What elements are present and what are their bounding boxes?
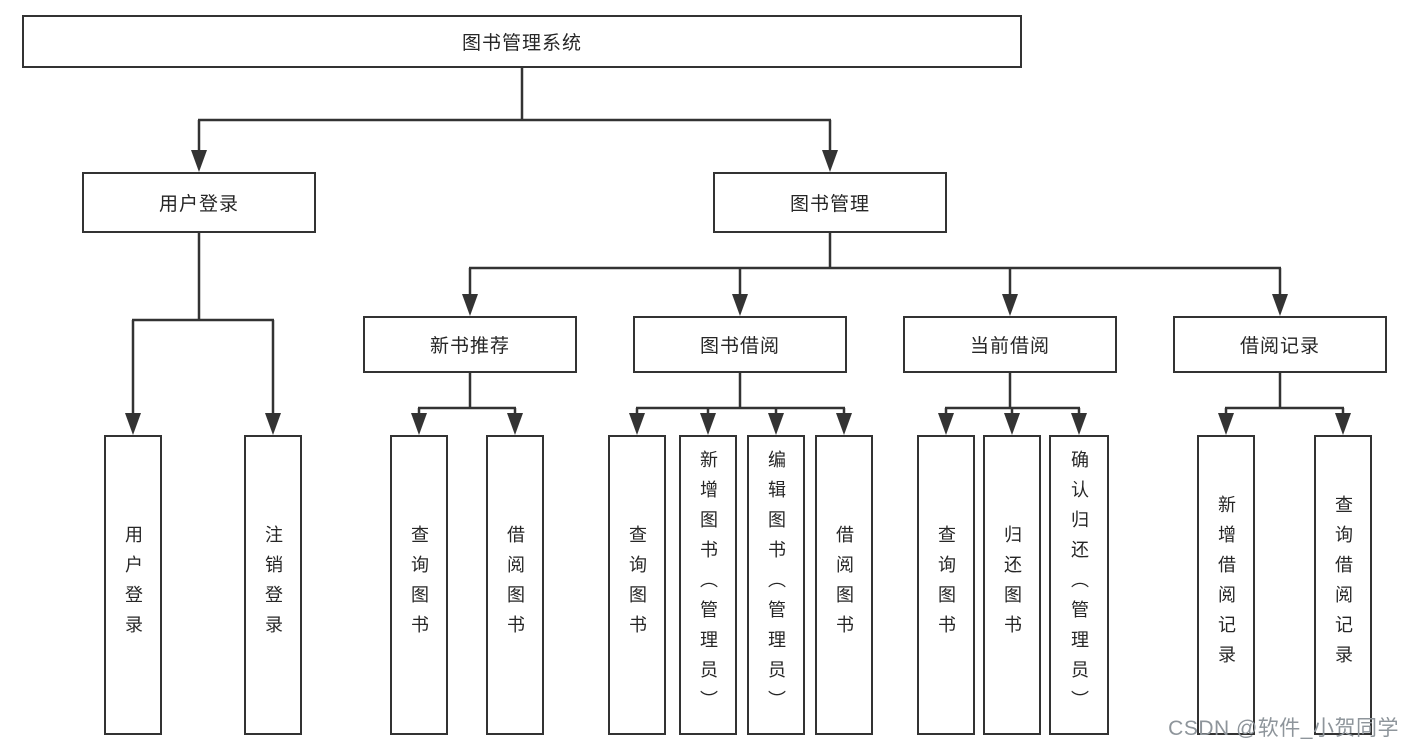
arrow-down-icon <box>822 150 838 172</box>
node-leaf-query-books-1: 查询图书 <box>390 435 448 735</box>
leaf-label: 新增借阅记录 <box>1216 495 1236 675</box>
node-leaf-query-books-3: 查询图书 <box>917 435 975 735</box>
leaf-label: 确认归还（管理员） <box>1069 450 1089 720</box>
arrow-down-icon <box>938 413 954 435</box>
leaf-label: 归还图书 <box>1002 525 1022 645</box>
arrow-down-icon <box>732 294 748 316</box>
node-leaf-edit-book-admin: 编辑图书（管理员） <box>747 435 805 735</box>
arrow-down-icon <box>768 413 784 435</box>
leaf-label: 查询借阅记录 <box>1333 495 1353 675</box>
arrow-down-icon <box>191 150 207 172</box>
arrow-down-icon <box>1002 294 1018 316</box>
node-book-management: 图书管理 <box>713 172 947 233</box>
node-root: 图书管理系统 <box>22 15 1022 68</box>
node-leaf-borrow-books-2: 借阅图书 <box>815 435 873 735</box>
node-user-login: 用户登录 <box>82 172 316 233</box>
node-book-borrow: 图书借阅 <box>633 316 847 373</box>
leaf-label: 查询图书 <box>409 525 429 645</box>
arrow-down-icon <box>1004 413 1020 435</box>
leaf-label: 查询图书 <box>936 525 956 645</box>
arrow-down-icon <box>1335 413 1351 435</box>
arrow-down-icon <box>507 413 523 435</box>
leaf-label: 用户登录 <box>123 525 143 645</box>
connectors-root <box>191 68 838 172</box>
node-leaf-borrow-books-1: 借阅图书 <box>486 435 544 735</box>
connectors-user-login <box>125 233 281 435</box>
node-leaf-logout: 注销登录 <box>244 435 302 735</box>
node-borrow-record: 借阅记录 <box>1173 316 1387 373</box>
leaf-label: 借阅图书 <box>505 525 525 645</box>
watermark: CSDN @软件_小贺同学 <box>1168 717 1399 740</box>
node-leaf-confirm-return-admin: 确认归还（管理员） <box>1049 435 1109 735</box>
arrow-down-icon <box>411 413 427 435</box>
node-new-book-rec: 新书推荐 <box>363 316 577 373</box>
node-leaf-user-login: 用户登录 <box>104 435 162 735</box>
leaf-label: 借阅图书 <box>834 525 854 645</box>
connectors-book-management <box>462 233 1288 316</box>
arrow-down-icon <box>265 413 281 435</box>
arrow-down-icon <box>1218 413 1234 435</box>
arrow-down-icon <box>1272 294 1288 316</box>
leaf-label: 注销登录 <box>263 525 283 645</box>
arrow-down-icon <box>1071 413 1087 435</box>
node-leaf-query-borrow-record: 查询借阅记录 <box>1314 435 1372 735</box>
leaf-label: 查询图书 <box>627 525 647 645</box>
arrow-down-icon <box>462 294 478 316</box>
connectors-current-borrow <box>938 373 1087 435</box>
connectors-new-book-rec <box>411 373 523 435</box>
node-current-borrow: 当前借阅 <box>903 316 1117 373</box>
leaf-label: 编辑图书（管理员） <box>766 450 786 720</box>
arrow-down-icon <box>700 413 716 435</box>
node-leaf-add-book-admin: 新增图书（管理员） <box>679 435 737 735</box>
arrow-down-icon <box>629 413 645 435</box>
node-leaf-return-book: 归还图书 <box>983 435 1041 735</box>
connectors-borrow-record <box>1218 373 1351 435</box>
node-leaf-query-books-2: 查询图书 <box>608 435 666 735</box>
connectors-book-borrow <box>629 373 852 435</box>
arrow-down-icon <box>836 413 852 435</box>
arrow-down-icon <box>125 413 141 435</box>
leaf-label: 新增图书（管理员） <box>698 450 718 720</box>
node-leaf-add-borrow-record: 新增借阅记录 <box>1197 435 1255 735</box>
